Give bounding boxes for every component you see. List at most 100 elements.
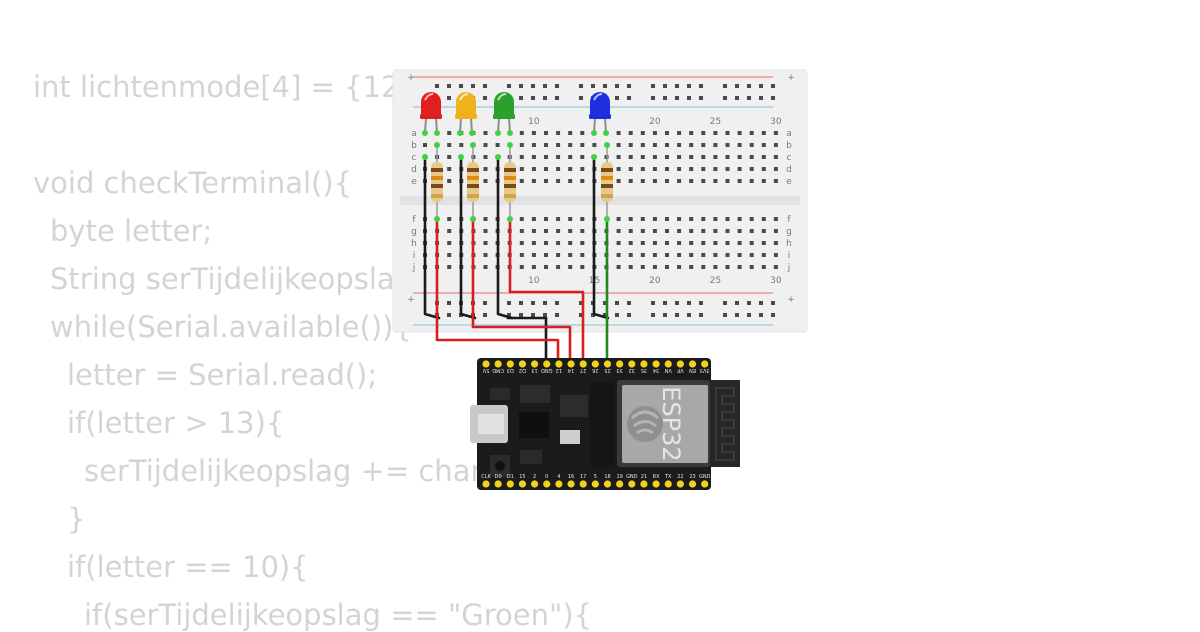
breadboard-rail-hole	[747, 301, 751, 305]
rail-plus-sign: +	[787, 73, 795, 83]
breadboard-rail-hole	[735, 96, 739, 100]
breadboard-hole	[701, 229, 706, 233]
resistor-band	[467, 176, 479, 180]
breadboard-rail-hole	[675, 96, 679, 100]
connection-dot	[507, 130, 513, 136]
breadboard-hole	[689, 167, 694, 171]
connection-dot	[591, 154, 597, 160]
breadboard-hole	[725, 241, 730, 245]
breadboard-rail-hole	[651, 84, 655, 88]
esp-pin-label: D3	[507, 367, 514, 373]
esp-pin-bottom	[567, 480, 575, 488]
breadboard-rail-hole	[459, 84, 463, 88]
esp-pin-bottom	[506, 480, 514, 488]
breadboard-hole	[544, 155, 548, 159]
breadboard-hole	[544, 179, 548, 183]
breadboard-hole	[701, 179, 706, 183]
esp-pin-top	[543, 360, 551, 368]
code-line: if(serTijdelijkeopslag == "Groen"){	[84, 598, 593, 632]
esp-pin-label: 0	[545, 474, 548, 480]
esp-pin-top	[579, 360, 587, 368]
breadboard-hole	[447, 131, 452, 135]
esp-pin-top	[591, 360, 599, 368]
breadboard-rail-hole	[747, 313, 751, 317]
esp-pin-label: 26	[592, 367, 598, 373]
breadboard-rail-hole	[699, 301, 703, 305]
breadboard-rail-hole	[531, 84, 535, 88]
breadboard-hole	[483, 179, 488, 183]
breadboard-hole	[652, 179, 657, 183]
breadboard-hole	[640, 229, 645, 233]
breadboard-rail-hole	[687, 84, 691, 88]
breadboard-rail-hole	[579, 301, 583, 305]
breadboard-hole	[737, 179, 742, 183]
esp-pin-label: 13	[531, 367, 537, 373]
breadboard-hole	[689, 229, 694, 233]
signal-wire-yellow-led	[471, 217, 572, 368]
breadboard-hole	[580, 229, 585, 233]
esp-pin-label: 4	[557, 474, 560, 480]
code-line: letter = Serial.read();	[67, 358, 378, 392]
resistor-band	[467, 194, 479, 198]
breadboard-hole	[761, 143, 766, 147]
resistor-band	[431, 168, 443, 172]
breadboard-hole	[556, 229, 561, 233]
breadboard-hole	[749, 179, 754, 183]
breadboard-rail-hole	[543, 313, 547, 317]
ground-wire	[459, 155, 477, 320]
breadboard-rail-hole	[591, 84, 595, 88]
breadboard-hole	[447, 155, 452, 159]
breadboard-hole	[737, 131, 742, 135]
esp-pin-bottom	[494, 480, 502, 488]
breadboard-rail-hole	[627, 84, 631, 88]
row-label: d	[786, 165, 792, 175]
breadboard-hole	[628, 241, 633, 245]
column-label: 25	[710, 117, 721, 127]
breadboard-hole	[677, 217, 682, 221]
esp-pin-bottom	[640, 480, 648, 488]
breadboard-hole	[737, 217, 742, 221]
breadboard-hole	[725, 229, 730, 233]
connection-dot	[495, 154, 501, 160]
breadboard-hole	[580, 167, 585, 171]
breadboard-hole	[568, 241, 573, 245]
breadboard-rail-hole	[507, 84, 511, 88]
esp-pin-top	[482, 360, 490, 368]
resistor-band	[431, 194, 443, 198]
breadboard-hole	[761, 217, 766, 221]
row-label: g	[411, 227, 417, 237]
breadboard-hole	[568, 253, 573, 257]
breadboard-hole	[556, 217, 561, 221]
row-label: c	[787, 153, 792, 163]
breadboard-hole	[665, 167, 669, 171]
breadboard-rail-hole	[603, 313, 607, 317]
breadboard-hole	[713, 131, 718, 135]
breadboard-hole	[531, 217, 536, 221]
breadboard-hole	[580, 155, 585, 159]
led-highlight	[497, 93, 507, 101]
row-label: h	[411, 239, 417, 249]
breadboard-hole	[568, 179, 573, 183]
ground-wire	[423, 155, 441, 320]
breadboard-hole	[616, 155, 621, 159]
esp-pin-label: 5	[594, 474, 597, 480]
esp-pin-top	[567, 360, 575, 368]
esp-pin-label: 33	[616, 367, 622, 373]
breadboard-hole	[749, 265, 754, 269]
breadboard-hole	[773, 265, 778, 269]
connection-dot	[434, 216, 440, 222]
breadboard-hole	[677, 179, 682, 183]
breadboard-hole	[519, 265, 524, 269]
breadboard-hole	[447, 241, 452, 245]
breadboard-rail-hole	[471, 84, 475, 88]
resistor-band	[601, 176, 613, 180]
breadboard-hole	[737, 155, 742, 159]
esp-pin-label: CLK	[481, 474, 491, 480]
breadboard-hole	[761, 131, 766, 135]
breadboard-hole	[689, 179, 694, 183]
breadboard-hole	[580, 217, 585, 221]
breadboard-rail-hole	[519, 96, 523, 100]
breadboard-hole	[519, 155, 524, 159]
breadboard-rail-hole	[603, 84, 607, 88]
